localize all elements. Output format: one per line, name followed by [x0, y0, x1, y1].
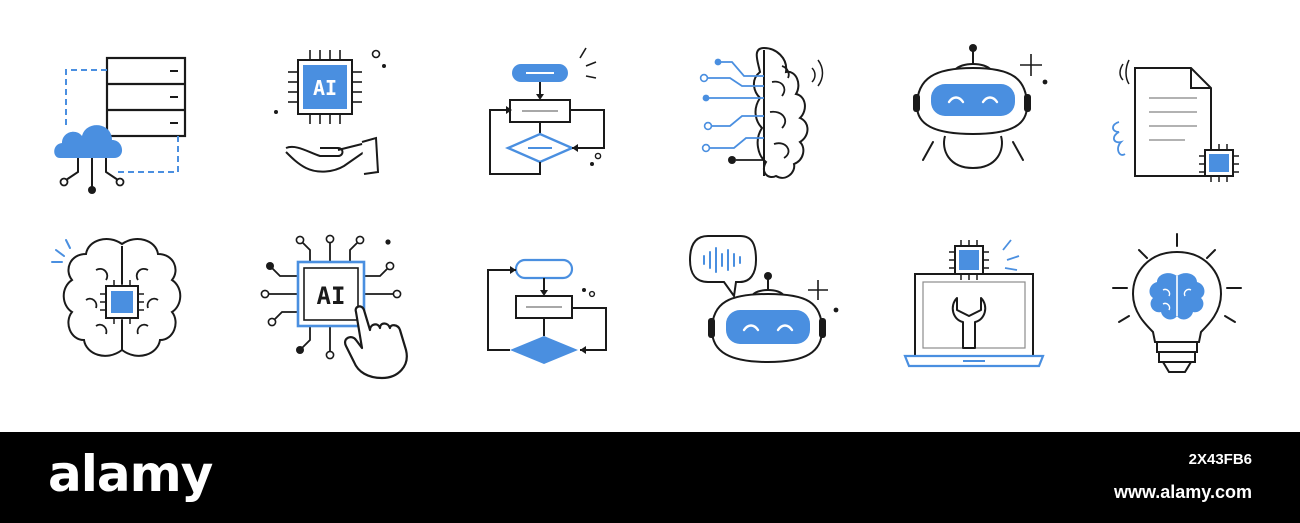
image-id: 2X43FB6	[1188, 451, 1252, 468]
site-link[interactable]: www.alamy.com	[1113, 482, 1252, 502]
brand-logo[interactable]: alamy	[48, 445, 213, 503]
chip-label: AI	[313, 76, 337, 100]
laptop-chip-wrench-icon	[903, 230, 1055, 380]
ai-chip-hand-icon: AI	[258, 40, 388, 185]
half-brain-circuit-icon	[690, 40, 830, 185]
brain-chip-icon	[50, 230, 190, 370]
chip-label: AI	[317, 282, 346, 310]
chatbot-robot-icon	[905, 40, 1055, 185]
lightbulb-brain-icon	[1105, 230, 1255, 380]
robot-voice-message-icon	[688, 230, 850, 380]
cloud-server-icon	[50, 40, 190, 194]
icon-sheet: AI	[50, 40, 1255, 380]
watermark-bar: alamy 2X43FB6 www.alamy.com	[0, 432, 1300, 523]
document-chip-icon	[1105, 40, 1255, 190]
flowchart-icon	[480, 40, 620, 185]
ai-touch-icon: AI	[258, 230, 418, 380]
flowchart-loop-icon	[480, 230, 620, 375]
